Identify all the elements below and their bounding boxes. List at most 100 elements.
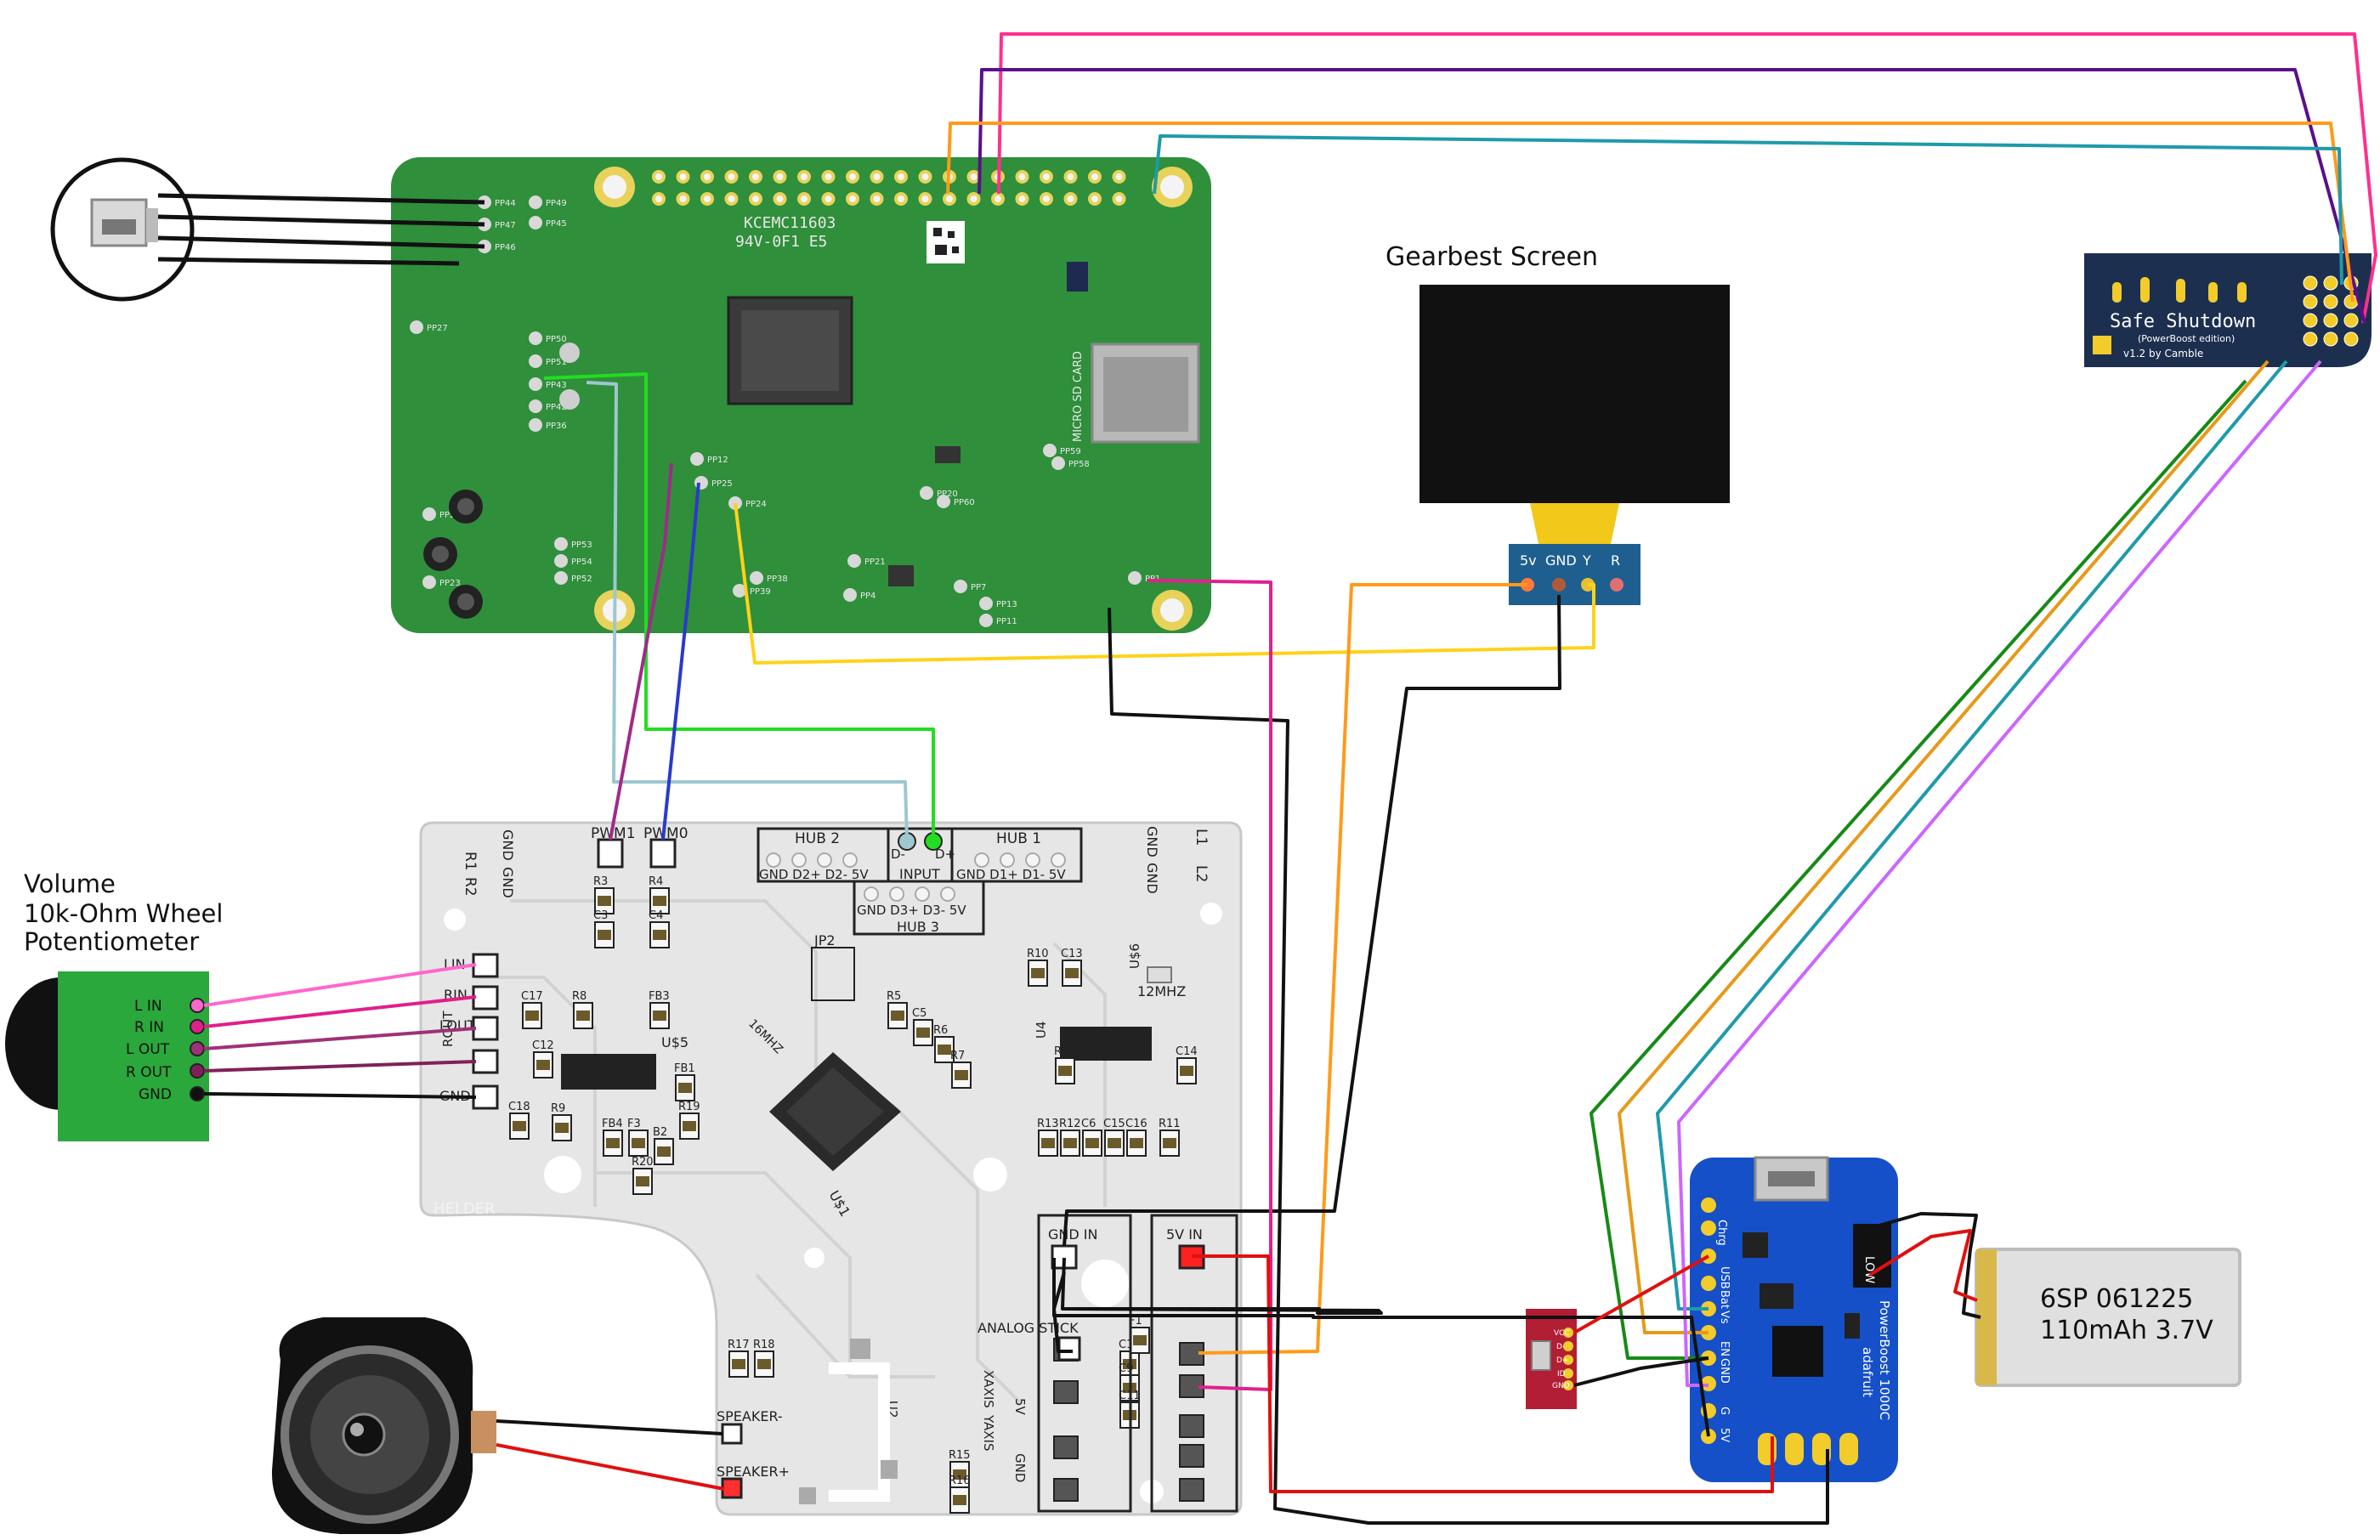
powerboost-vs-pin: Vs	[1718, 1311, 1731, 1324]
pi-pad-label: PP4	[860, 592, 876, 601]
hub3-pins: GND D3+ D3- 5V	[857, 903, 966, 918]
pi-test-pad	[694, 476, 708, 490]
smd-label: FB3	[649, 990, 670, 1003]
u5-label: U$5	[661, 1034, 688, 1050]
gnd-stick-label: GND	[1012, 1453, 1028, 1482]
pi-test-pads: PP44PP47PP46PP49PP45PP27PP50PP51PP43PP42…	[410, 195, 1160, 627]
powerboost-brand: adafruit	[1860, 1347, 1875, 1397]
wire-orange-ss	[1618, 360, 2270, 1334]
wire-red-battery	[1868, 1229, 1978, 1302]
pi-pad-label: PP45	[546, 219, 567, 229]
safe-shutdown-version: v1.2 by Camble	[2123, 348, 2203, 360]
powerboost-g-pin: G	[1718, 1407, 1731, 1415]
v5-label: 5V	[1012, 1398, 1028, 1416]
breakout-dplus: D+	[1556, 1356, 1568, 1365]
smd-label: R20	[632, 1156, 654, 1169]
battery-label-2: 110mAh 3.7V	[2040, 1316, 2213, 1345]
pi-pad-label: PP20	[937, 490, 958, 499]
smd-label: R7	[950, 1050, 965, 1062]
speaker-plus-label: SPEAKER+	[717, 1464, 790, 1480]
usb-port-icon	[50, 157, 195, 302]
smd-label: C3	[593, 909, 608, 922]
pcb-gnd-tr: GND	[1144, 826, 1160, 858]
v5-in-label: 5V IN	[1166, 1226, 1203, 1243]
volume-label-1: Volume	[24, 869, 116, 898]
pi-pad-label: PP52	[571, 575, 592, 584]
u6-label: U$6	[1127, 943, 1142, 969]
raspberry-pi-zero-board: KCEMC11603 94V-0F1 E5 MICRO SD CARD PP44…	[391, 157, 1211, 633]
pi-pad-label: PP38	[767, 575, 788, 584]
powerboost-gnd-pin: GND	[1718, 1358, 1731, 1384]
breakout-vcc: VCC	[1554, 1329, 1570, 1338]
pot-pin-lin: L IN	[134, 998, 162, 1015]
pi-pad-label: PP58	[1068, 460, 1090, 469]
pi-pad-label: PP42	[546, 403, 567, 412]
pcb-rout: ROUT	[440, 1011, 456, 1047]
powerboost-bat-pin: Bat	[1718, 1290, 1731, 1309]
input-label: INPUT	[899, 866, 940, 882]
pi-test-pad	[847, 554, 861, 568]
usb-wires	[157, 193, 485, 266]
pi-test-pad	[733, 584, 746, 597]
helder-label: HELDER	[434, 1200, 496, 1218]
smd-label: C14	[1176, 1045, 1198, 1058]
pi-test-pad	[410, 320, 423, 334]
pi-mark-2: 94V-0F1 E5	[735, 233, 827, 251]
screen-pin-gnd: GND	[1545, 552, 1577, 569]
pi-pad-label: PP39	[750, 587, 771, 597]
powerboost-chrg-pin: Chrg	[1715, 1220, 1728, 1246]
wire-red-5v	[1192, 1254, 1774, 1493]
wire-black-bgnd	[1573, 1356, 1709, 1387]
wire-black-speaker	[496, 1419, 723, 1435]
pwm0-pad	[649, 838, 677, 869]
pcb-r2: R2	[462, 877, 479, 897]
battery-label-1: 6SP 061225	[2040, 1284, 2193, 1314]
controller-pcb: R1 GND R2 GND L1 L2 GND GND PWM1 PWM0 HU…	[419, 821, 1243, 1516]
pi-pad-label: PP13	[996, 600, 1017, 609]
pot-pin-gnd: GND	[139, 1086, 172, 1103]
pi-pad-label: PP54	[571, 558, 592, 567]
wire-red-vcc	[1573, 1254, 1709, 1334]
safe-shutdown-board: Safe Shutdown (PowerBoost edition) v1.2 …	[2084, 253, 2372, 367]
wire-teal-top	[1153, 134, 2343, 286]
smd-label: R6	[933, 1024, 948, 1037]
smd-label: C18	[508, 1101, 530, 1113]
safe-shutdown-sub: (PowerBoost edition)	[2138, 333, 2235, 344]
mhz12-label: 12MHZ	[1137, 983, 1186, 999]
smd-label: B2	[653, 1126, 667, 1139]
smd-label: R11	[1159, 1118, 1181, 1130]
pi-test-pad	[554, 571, 568, 585]
d-minus-label: D-	[891, 846, 905, 862]
pi-pad-label: PP27	[427, 324, 448, 333]
analog-stick-label: ANALOG STICK	[978, 1320, 1079, 1336]
pi-sd-label: MICRO SD CARD	[1072, 351, 1085, 442]
smd-label: R16	[949, 1475, 971, 1487]
u4-label: U4	[1034, 1021, 1049, 1039]
hub2-pins: GND D2+ D2- 5V	[759, 867, 869, 882]
pi-pad-label: PP12	[707, 456, 728, 465]
smd-label: R14	[1054, 1045, 1076, 1058]
pi-pad-label: PP53	[571, 541, 592, 550]
pi-test-pad	[554, 537, 568, 551]
inductor	[1772, 1326, 1823, 1377]
wire-pot-lin	[203, 963, 477, 1007]
smd-label: R12	[1059, 1118, 1081, 1130]
powerboost-low-pin: LOW	[1862, 1256, 1876, 1283]
pi-pad-label: PP43	[546, 381, 567, 390]
powerboost-5v-pin: 5V	[1718, 1428, 1731, 1442]
smd-label: R4	[649, 875, 663, 888]
gnd-in-label: GND IN	[1048, 1226, 1097, 1243]
hub2-label: HUB 2	[795, 830, 840, 847]
smd-label: C4	[649, 909, 663, 922]
smd-label: C6	[1081, 1118, 1096, 1130]
breakout-gnd: GND	[1552, 1382, 1570, 1390]
pcb-gnd-tl: GND	[500, 829, 516, 861]
wire-pink-top	[997, 32, 2377, 324]
flex-cable	[1530, 503, 1619, 544]
pi-test-pad	[690, 452, 704, 466]
pi-test-pad	[979, 614, 993, 627]
pi-test-pad	[1051, 456, 1065, 470]
smd-label: C16	[1125, 1118, 1148, 1130]
pi-pad-label: PP21	[864, 558, 886, 567]
pi-test-pad	[529, 354, 542, 368]
